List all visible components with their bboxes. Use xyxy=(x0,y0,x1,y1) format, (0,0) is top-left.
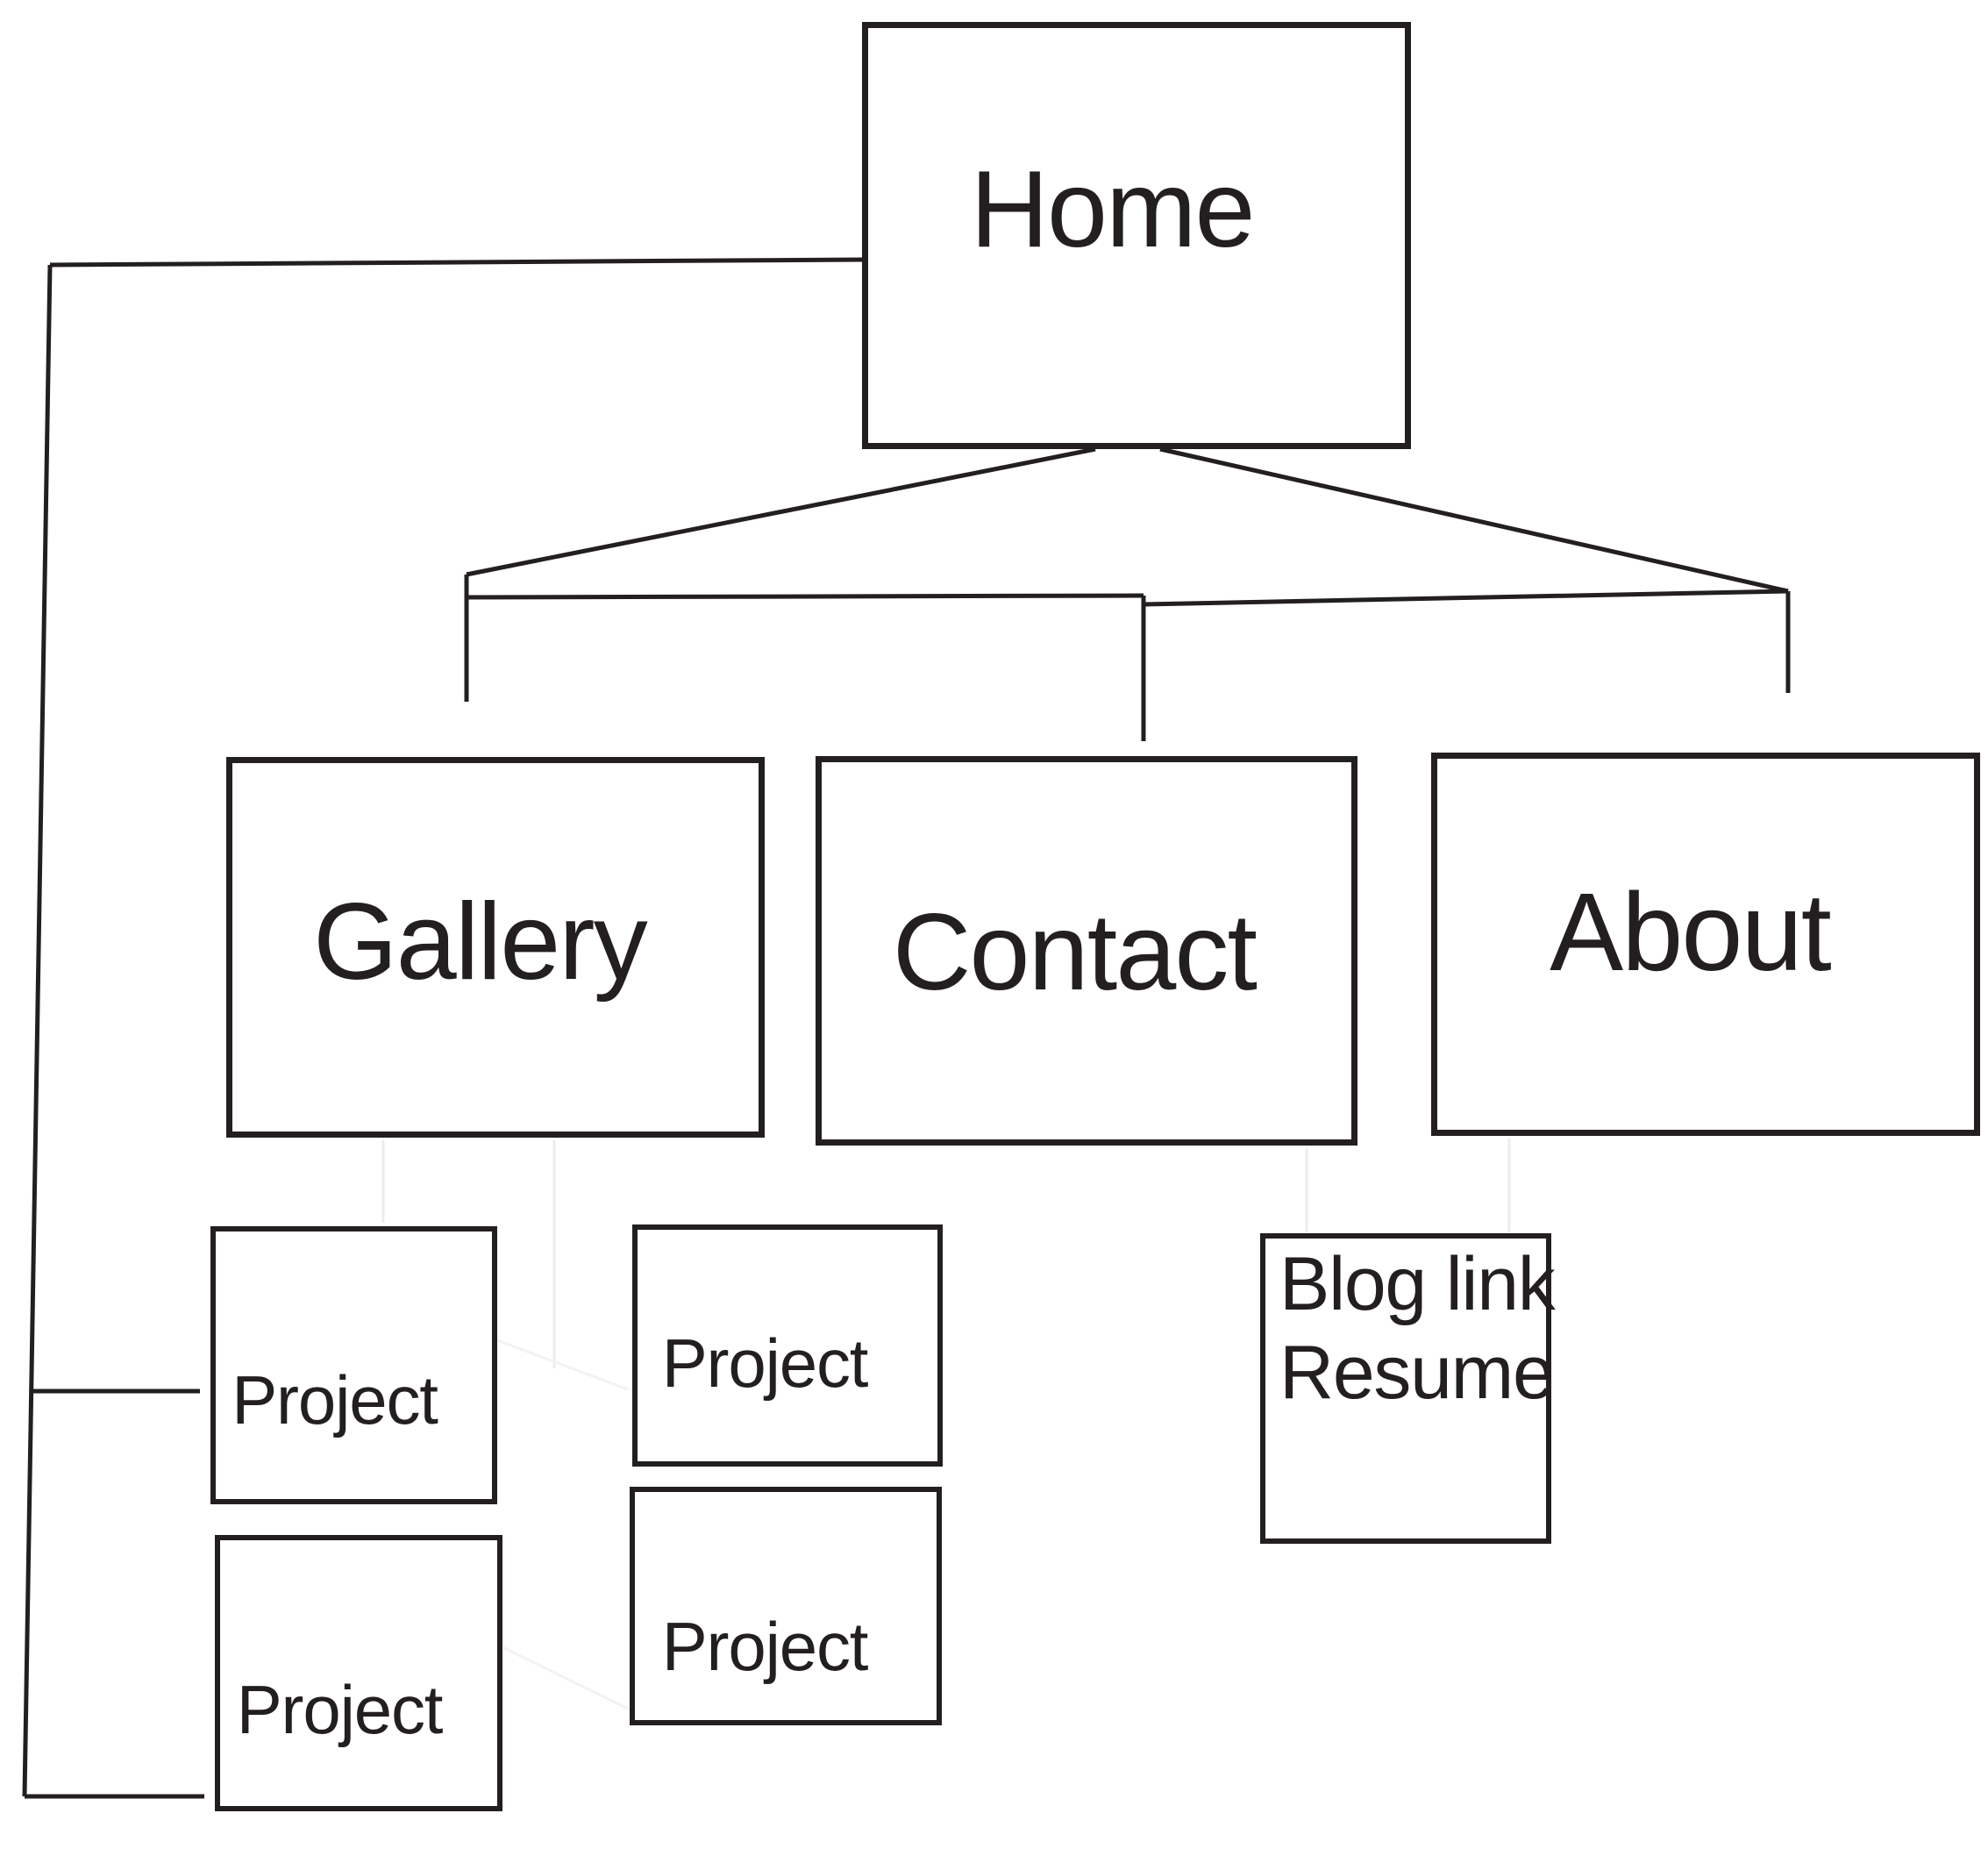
node-project-4: Project xyxy=(630,1487,942,1725)
node-gallery: Gallery xyxy=(226,757,765,1138)
node-contact-label: Contact xyxy=(892,892,1258,1013)
node-project-1: Project xyxy=(210,1226,497,1504)
node-blog-resume: Blog link Resume xyxy=(1260,1233,1556,1544)
node-about-label: About xyxy=(1550,870,1832,994)
faint-diagonal-lower xyxy=(502,1646,629,1710)
node-home-label: Home xyxy=(970,148,1255,270)
node-home: Home xyxy=(862,22,1411,449)
node-project-4-label: Project xyxy=(661,1607,869,1685)
blog-link-line: Blog link xyxy=(1279,1242,1556,1326)
connector-mid-horizontal-left xyxy=(466,593,1144,600)
connector-left-vertical xyxy=(22,264,53,1797)
node-contact: Contact xyxy=(816,756,1357,1146)
node-project-3-label: Project xyxy=(236,1671,444,1748)
node-blog-resume-label: Blog link Resume xyxy=(1279,1240,1556,1418)
node-project-2: Project xyxy=(632,1224,943,1467)
node-project-3: Project xyxy=(215,1535,502,1811)
connector-home-left-horizontal xyxy=(49,257,863,268)
resume-line: Resume xyxy=(1279,1331,1555,1416)
connector-mid-horizontal-right xyxy=(1143,589,1789,607)
connector-fan-right-diagonal xyxy=(1159,446,1789,594)
node-project-2-label: Project xyxy=(661,1324,869,1402)
connector-fan-left-diagonal xyxy=(466,446,1096,577)
node-about: About xyxy=(1431,753,1980,1136)
faint-diagonal-upper xyxy=(496,1339,629,1391)
node-gallery-label: Gallery xyxy=(313,882,648,1003)
node-project-1-label: Project xyxy=(232,1361,438,1439)
